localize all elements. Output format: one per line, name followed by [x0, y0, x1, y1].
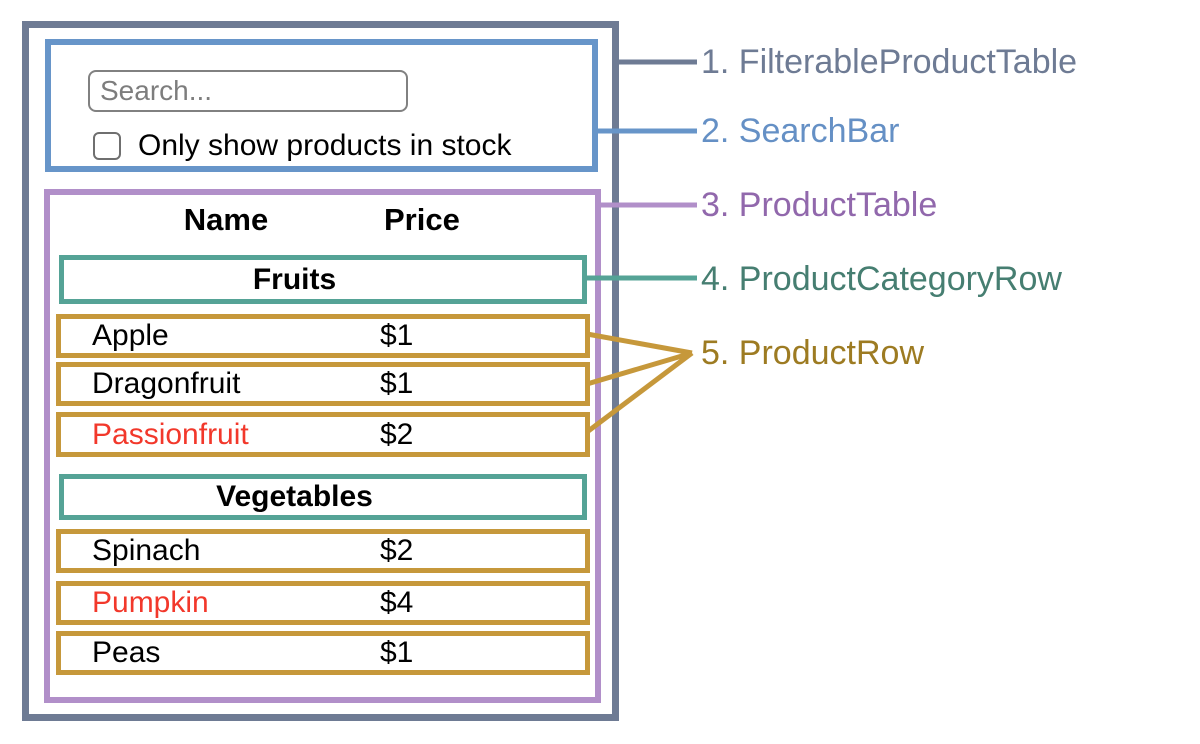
- product-price: $1: [380, 319, 414, 352]
- product-price: $1: [380, 636, 414, 669]
- product-row-spinach: Spinach $2: [56, 529, 590, 573]
- product-price: $4: [380, 586, 414, 619]
- stock-checkbox-label: Only show products in stock: [138, 129, 512, 162]
- product-name: Dragonfruit: [92, 367, 241, 400]
- column-header-price: Price: [384, 202, 460, 237]
- product-row-pumpkin: Pumpkin $4: [56, 581, 590, 625]
- category-row-fruits: Fruits: [59, 255, 587, 304]
- search-input[interactable]: [88, 70, 408, 112]
- category-label: Fruits: [252, 262, 337, 296]
- legend-product-table: 3. ProductTable: [701, 186, 938, 224]
- product-name: Spinach: [92, 534, 201, 567]
- column-header-name: Name: [183, 202, 269, 237]
- product-name: Passionfruit: [92, 417, 249, 451]
- legend-product-row: 5. ProductRow: [701, 334, 924, 372]
- product-row-dragonfruit: Dragonfruit $1: [56, 362, 590, 406]
- product-name: Peas: [92, 636, 161, 669]
- stock-checkbox[interactable]: [93, 132, 121, 160]
- product-row-peas: Peas $1: [56, 631, 590, 675]
- category-row-vegetables: Vegetables: [59, 474, 587, 520]
- product-price: $1: [380, 367, 414, 400]
- product-price: $2: [380, 534, 414, 567]
- product-row-passionfruit: Passionfruit $2: [56, 412, 590, 457]
- product-name: Apple: [92, 319, 169, 352]
- product-row-apple: Apple $1: [56, 314, 590, 358]
- legend-filterable-product-table: 1. FilterableProductTable: [701, 43, 1078, 81]
- legend-search-bar: 2. SearchBar: [701, 112, 900, 150]
- legend-product-category-row: 4. ProductCategoryRow: [701, 260, 1062, 298]
- category-label: Vegetables: [216, 480, 373, 513]
- product-name: Pumpkin: [92, 586, 209, 619]
- product-price: $2: [380, 417, 414, 451]
